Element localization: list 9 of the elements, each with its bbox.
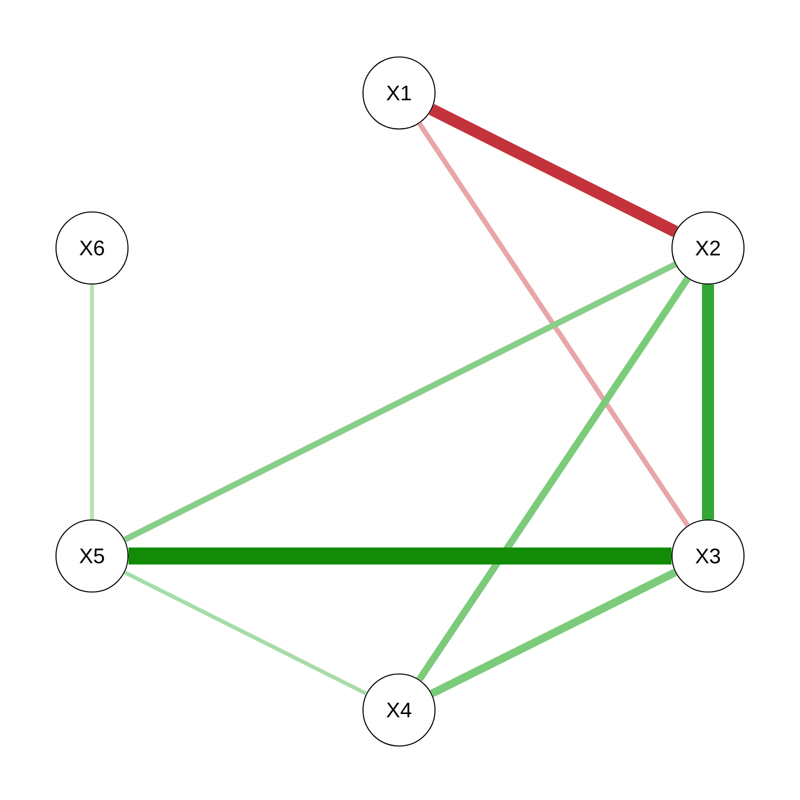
connection-line <box>428 104 678 237</box>
connection-line <box>128 548 672 564</box>
connection-line <box>702 284 714 520</box>
connection-line <box>123 262 677 542</box>
connection-line <box>417 122 690 528</box>
connection-line <box>416 276 691 682</box>
connection-line <box>90 284 94 520</box>
connection-line <box>124 570 368 696</box>
connection-line <box>430 568 678 698</box>
